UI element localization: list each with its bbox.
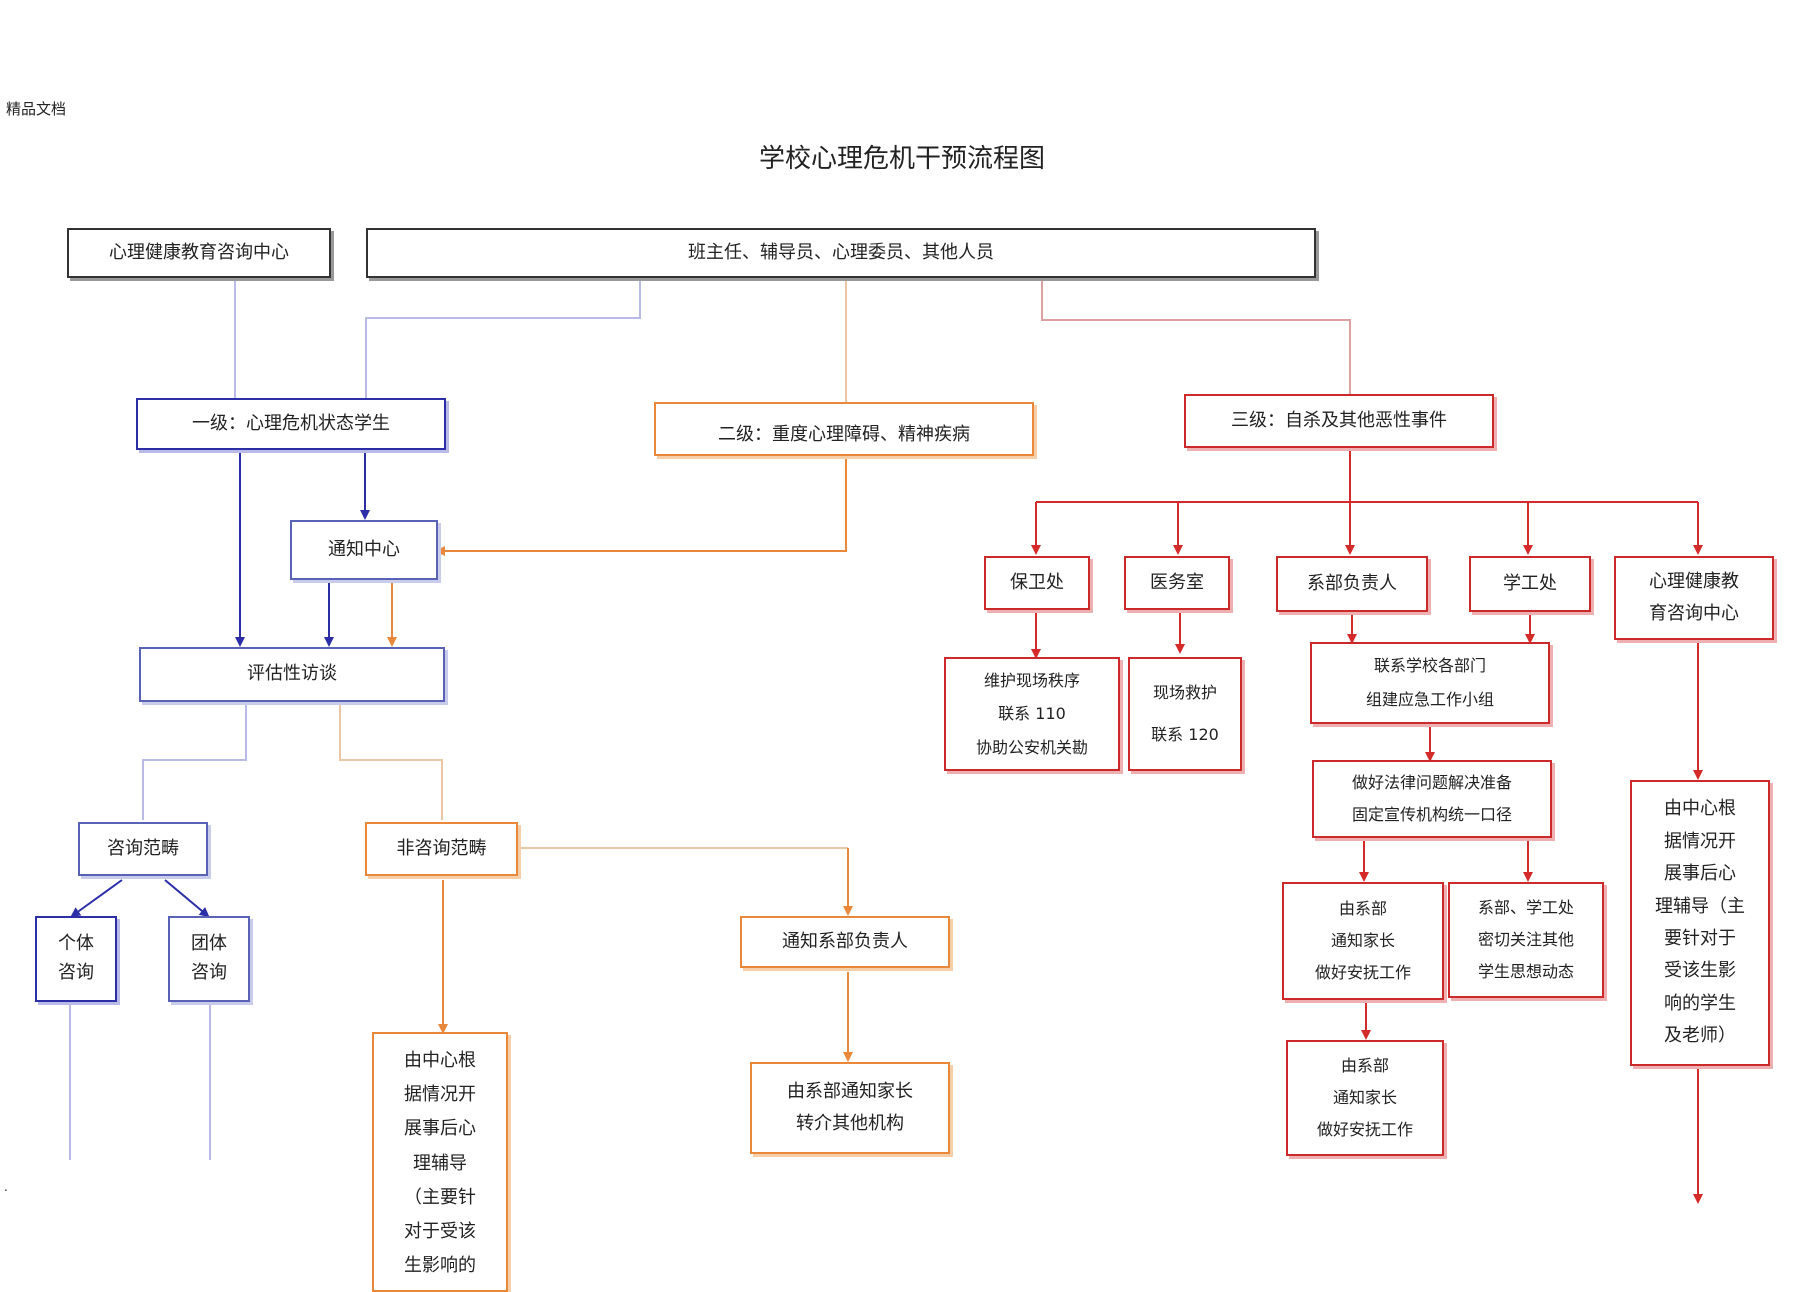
node-followup-center: 由中心根 据情况开 展事后心 理辅导 （主要针 对于受该 生影响的 — [372, 1032, 508, 1292]
node-center-right: 心理健康教 育咨询中心 — [1614, 556, 1774, 640]
wire-assessment-to-consult — [142, 702, 247, 820]
node-group-consult: 团体 咨询 — [168, 916, 250, 1002]
node-level2: 二级：重度心理障碍、精神疾病 — [654, 402, 1034, 456]
node-dept-watch: 系部、学工处 密切关注其他 学生思想动态 — [1448, 882, 1604, 998]
node-dept-parents-1: 由系部 通知家长 做好安抚工作 — [1282, 882, 1444, 1000]
node-dept-parents-2: 由系部 通知家长 做好安抚工作 — [1286, 1040, 1444, 1156]
node-assessment: 评估性访谈 — [139, 647, 445, 702]
node-level3: 三级：自杀及其他恶性事件 — [1184, 394, 1494, 448]
page-marker: . — [4, 1180, 8, 1194]
node-center-top: 心理健康教育咨询中心 — [67, 228, 331, 278]
wire-reporters-to-level1 — [365, 278, 641, 398]
node-notify-center: 通知中心 — [290, 520, 438, 580]
node-notify-dept-head: 通知系部负责人 — [740, 916, 950, 968]
diagram-title: 学校心理危机干预流程图 — [758, 144, 1045, 174]
node-legal-prep: 做好法律问题解决准备 固定宣传机构统一口径 — [1312, 760, 1552, 838]
node-non-consult-scope: 非咨询范畴 — [365, 822, 518, 876]
node-student-affairs: 学工处 — [1469, 556, 1591, 612]
node-dept-head: 系部负责人 — [1276, 556, 1428, 612]
node-reporters: 班主任、辅导员、心理委员、其他人员 — [366, 228, 1316, 278]
arrow-level2-to-notify — [435, 456, 847, 556]
node-dept-notify-parents: 由系部通知家长 转介其他机构 — [750, 1062, 950, 1154]
node-level1: 一级：心理危机状态学生 — [136, 398, 446, 450]
arrow-consult-to-group — [164, 879, 210, 918]
wire-reporters-to-level3 — [1041, 278, 1351, 396]
node-individual-consult: 个体 咨询 — [35, 916, 117, 1002]
arrow-consult-to-individual — [70, 879, 123, 918]
watermark-text: 精品文档 — [6, 100, 67, 118]
node-clinic-tasks: 现场救护 联系 120 — [1128, 657, 1242, 771]
node-clinic: 医务室 — [1124, 556, 1230, 610]
node-contact-depts: 联系学校各部门 组建应急工作小组 — [1310, 642, 1550, 724]
wire-assessment-to-nonconsult — [339, 702, 443, 820]
node-security-tasks: 维护现场秩序 联系 110 协助公安机关勘 — [944, 657, 1120, 771]
node-followup-right: 由中心根 据情况开 展事后心 理辅导（主 要针对于 受该生影 响的学生 及老师） — [1630, 780, 1770, 1066]
node-security: 保卫处 — [984, 556, 1090, 610]
node-consult-scope: 咨询范畴 — [78, 822, 208, 876]
